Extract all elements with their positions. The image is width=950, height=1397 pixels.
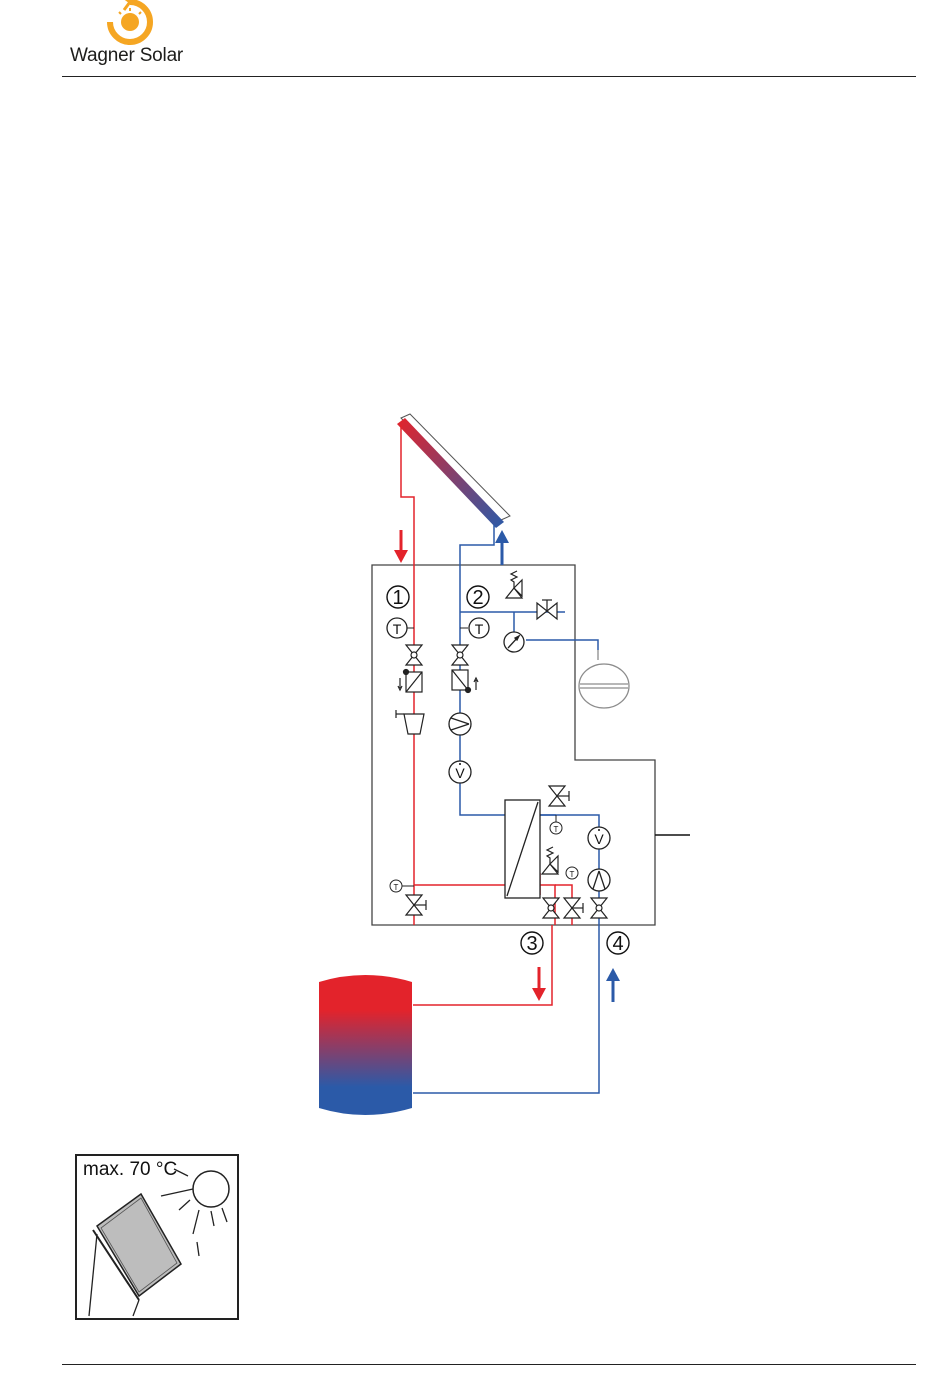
- expansion-vessel: [579, 650, 629, 708]
- svg-text:T: T: [394, 883, 399, 892]
- thermometer-icon: T: [550, 815, 562, 834]
- svg-text:V: V: [594, 831, 604, 847]
- ball-valve-icon: [591, 898, 607, 918]
- svg-text:T: T: [475, 621, 484, 637]
- svg-text:T: T: [393, 621, 402, 637]
- arrow-down-red-icon: [532, 967, 546, 1001]
- ball-valve-icon: [406, 645, 422, 665]
- svg-text:2: 2: [472, 587, 483, 609]
- flow-meter-icon: V: [588, 827, 610, 849]
- safety-valve-icon: [542, 847, 558, 874]
- fill-valve-icon: [537, 600, 557, 619]
- thermometer-icon: T: [566, 867, 578, 879]
- drain-valve-icon: [549, 786, 569, 806]
- sun-collector-icon: [77, 1156, 237, 1318]
- thermometer-icon: T: [387, 618, 414, 638]
- check-valve-icon: [452, 670, 478, 693]
- drain-valve-icon: [564, 898, 583, 918]
- pump-icon: [449, 713, 471, 735]
- thermometer-icon: T: [390, 880, 414, 892]
- heat-exchanger: [505, 800, 540, 898]
- safety-valve-icon: [506, 571, 522, 598]
- max-temperature-pictogram: max. 70 °C: [75, 1154, 239, 1320]
- svg-text:T: T: [570, 870, 575, 879]
- circuit-label-4: 4: [607, 932, 629, 955]
- pump-icon: [588, 869, 610, 891]
- svg-text:1: 1: [392, 587, 403, 609]
- circuit-label-2: 2: [467, 586, 489, 609]
- svg-text:3: 3: [526, 933, 537, 955]
- svg-text:4: 4: [612, 933, 623, 955]
- ball-valve-icon: [452, 645, 468, 665]
- drain-valve-icon: [406, 895, 426, 915]
- arrow-up-blue-icon: [495, 530, 509, 565]
- air-vent-funnel-icon: [396, 710, 424, 734]
- arrow-down-red-icon: [394, 530, 408, 563]
- storage-tank: [319, 975, 412, 1115]
- circuit-label-3: 3: [521, 932, 543, 955]
- check-valve-icon: [398, 670, 422, 693]
- svg-text:T: T: [554, 825, 559, 834]
- circuit-label-1: 1: [387, 586, 409, 609]
- thermometer-icon: T: [460, 618, 489, 638]
- pressure-gauge-icon: [504, 632, 524, 652]
- svg-text:V: V: [455, 765, 465, 781]
- ball-valve-icon: [543, 898, 559, 918]
- arrow-up-blue-icon: [606, 968, 620, 1002]
- flow-meter-icon: V: [449, 761, 471, 783]
